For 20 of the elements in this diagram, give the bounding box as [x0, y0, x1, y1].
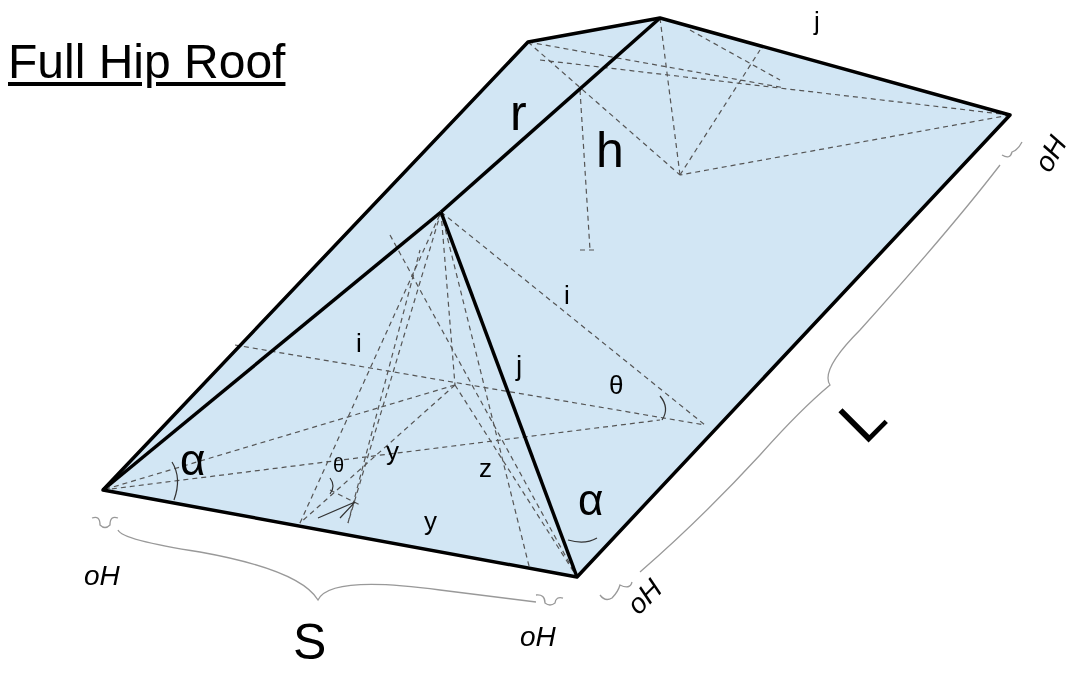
dimension-label: z — [479, 455, 492, 481]
dimension-label: L — [828, 384, 897, 454]
dimension-label: j — [516, 352, 523, 380]
dimension-label: y — [424, 508, 437, 534]
dimension-label: oH — [520, 623, 556, 651]
dimension-label: α — [180, 438, 206, 482]
dimension-label: oH — [1029, 131, 1072, 177]
title: Full Hip Roof — [8, 38, 286, 86]
dimension-label: oH — [622, 574, 668, 620]
dimension-label: θ — [609, 372, 624, 398]
dimension-label: i — [564, 282, 570, 308]
dimension-label: α — [578, 478, 604, 522]
dimension-label: j — [814, 8, 820, 34]
dimension-label: y — [386, 438, 399, 464]
dimension-label: S — [293, 617, 327, 667]
dimension-label: r — [510, 88, 527, 138]
dimension-label: θ — [333, 455, 345, 475]
dimension-label: i — [356, 330, 362, 356]
dimension-label: oH — [84, 562, 120, 590]
dimension-label: h — [596, 125, 624, 175]
